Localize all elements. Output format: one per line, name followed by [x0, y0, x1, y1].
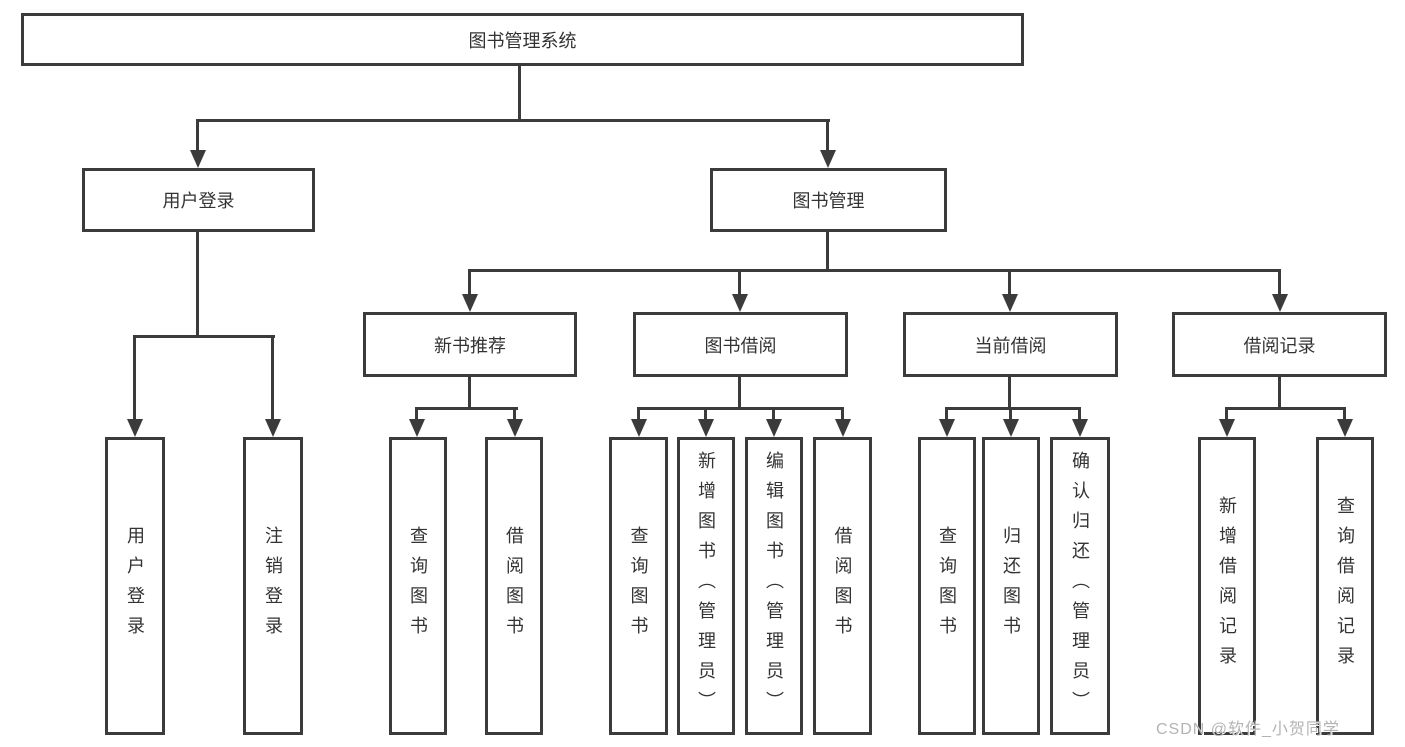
leaf-query-books-recommend: 查询图书 [389, 437, 447, 735]
leaf-confirm-return-admin: 确认归还（管理员） [1050, 437, 1110, 735]
connector-vline [1078, 407, 1081, 421]
leaf-return-books: 归还图书 [982, 437, 1040, 735]
leaf-borrow-books-recommend: 借阅图书 [485, 437, 543, 735]
connector-hline [1225, 407, 1346, 410]
arrow-down-icon [698, 419, 714, 437]
connector-vline [738, 269, 741, 296]
arrow-down-icon [265, 419, 281, 437]
connector-vline [826, 119, 829, 152]
leaf-logout-login: 注销登录 [243, 437, 303, 735]
connector-vline [196, 230, 199, 337]
arrow-down-icon [1072, 419, 1088, 437]
arrow-down-icon [1272, 294, 1288, 312]
connector-vline [826, 230, 829, 271]
connector-hline [197, 119, 830, 122]
connector-hline [945, 407, 1081, 410]
arrow-down-icon [766, 419, 782, 437]
leaf-user-login: 用户登录 [105, 437, 165, 735]
connector-vline [1008, 375, 1011, 409]
arrow-down-icon [1219, 419, 1235, 437]
node-user-login-branch: 用户登录 [82, 168, 315, 232]
arrow-down-icon [127, 419, 143, 437]
connector-vline [738, 375, 741, 409]
leaf-query-books-current: 查询图书 [918, 437, 976, 735]
connector-vline [518, 64, 521, 121]
arrow-down-icon [1003, 419, 1019, 437]
arrow-down-icon [732, 294, 748, 312]
node-borrowing-records: 借阅记录 [1172, 312, 1387, 377]
connector-vline [468, 269, 471, 296]
node-book-management-branch: 图书管理 [710, 168, 947, 232]
leaf-query-borrow-record: 查询借阅记录 [1316, 437, 1374, 735]
arrow-down-icon [409, 419, 425, 437]
connector-hline [637, 407, 844, 410]
leaf-edit-book-admin: 编辑图书（管理员） [745, 437, 803, 735]
arrow-down-icon [507, 419, 523, 437]
node-book-borrowing: 图书借阅 [633, 312, 848, 377]
connector-vline [196, 119, 199, 152]
arrow-down-icon [1002, 294, 1018, 312]
connector-vline [133, 335, 136, 421]
connector-vline [1343, 407, 1346, 421]
node-new-book-recommendation: 新书推荐 [363, 312, 577, 377]
connector-vline [1008, 269, 1011, 296]
watermark-csdn: CSDN @软件_小贺同学 [1156, 721, 1340, 738]
connector-vline [271, 335, 274, 421]
connector-vline [468, 375, 471, 409]
connector-vline [1278, 375, 1281, 409]
leaf-add-book-admin: 新增图书（管理员） [677, 437, 735, 735]
connector-vline [415, 407, 418, 421]
connector-hline [133, 335, 275, 338]
connector-vline [513, 407, 516, 421]
connector-hline [415, 407, 518, 410]
arrow-down-icon [835, 419, 851, 437]
leaf-borrow-books-borrowing: 借阅图书 [813, 437, 872, 735]
node-current-borrowing: 当前借阅 [903, 312, 1118, 377]
connector-vline [1278, 269, 1281, 296]
node-library-management-system: 图书管理系统 [21, 13, 1024, 66]
connector-vline [637, 407, 640, 421]
connector-vline [1009, 407, 1012, 421]
connector-vline [945, 407, 948, 421]
connector-vline [1225, 407, 1228, 421]
arrow-down-icon [631, 419, 647, 437]
arrow-down-icon [462, 294, 478, 312]
connector-vline [772, 407, 775, 421]
connector-vline [704, 407, 707, 421]
leaf-add-borrow-record: 新增借阅记录 [1198, 437, 1256, 735]
connector-hline [468, 269, 1281, 272]
arrow-down-icon [939, 419, 955, 437]
arrow-down-icon [190, 150, 206, 168]
leaf-query-books-borrowing: 查询图书 [609, 437, 668, 735]
connector-vline [841, 407, 844, 421]
arrow-down-icon [1337, 419, 1353, 437]
arrow-down-icon [820, 150, 836, 168]
